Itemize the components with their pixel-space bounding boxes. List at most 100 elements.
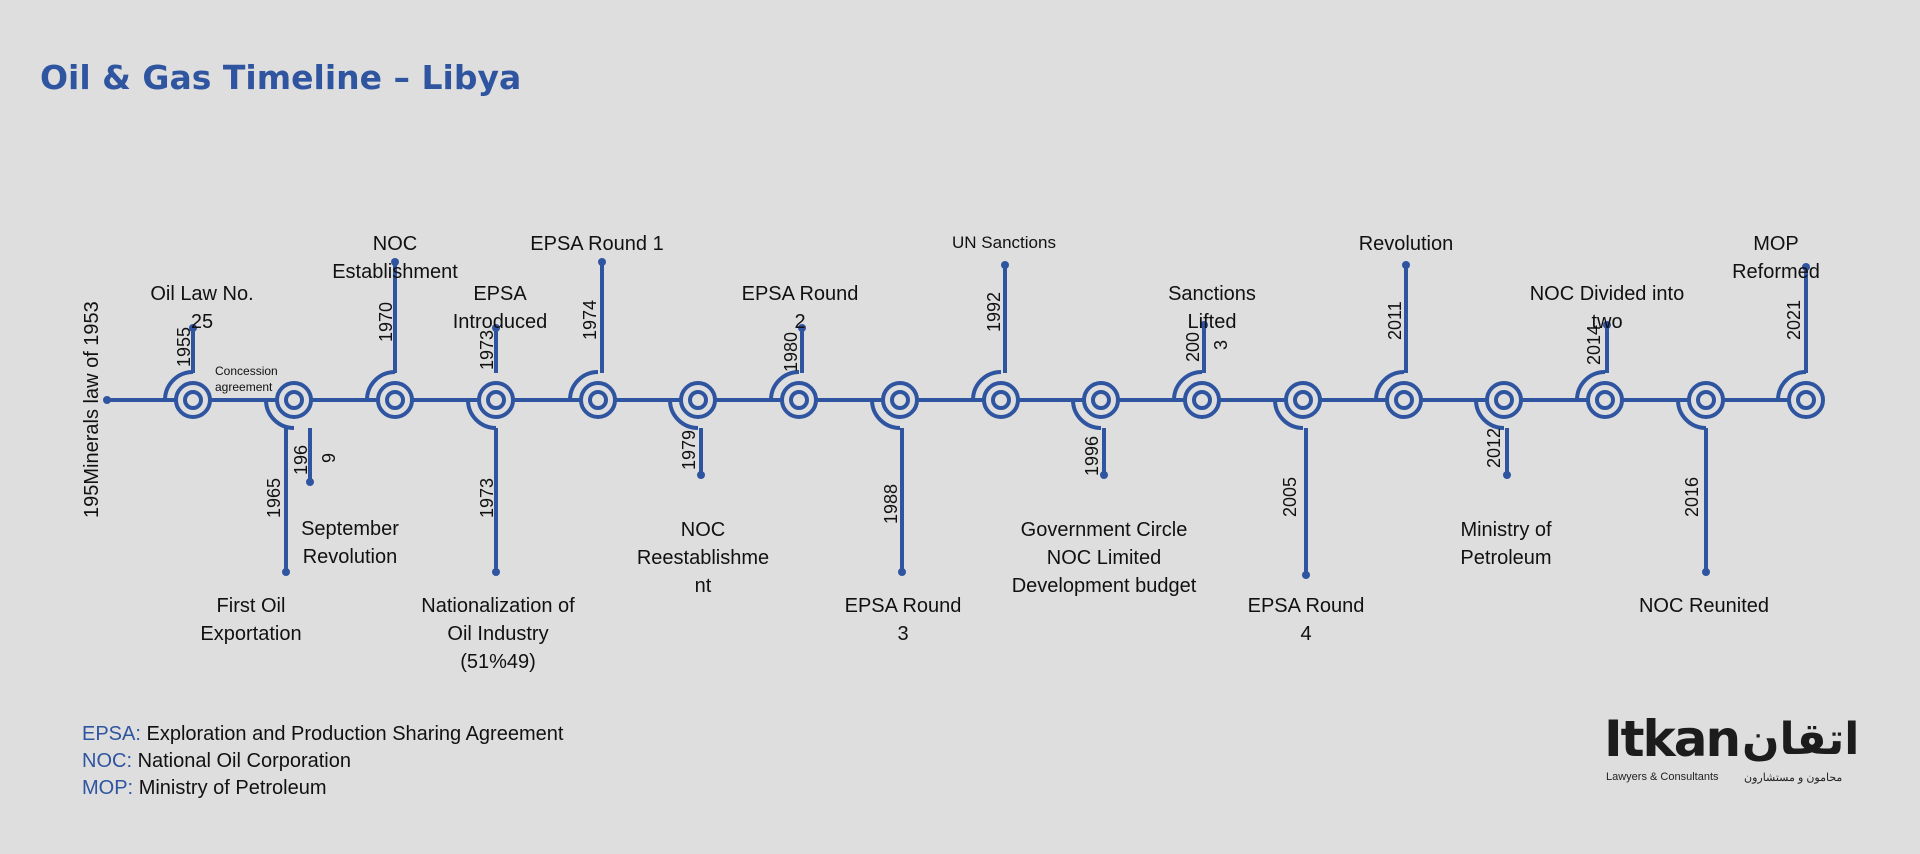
event-label: (51%49) bbox=[460, 651, 536, 673]
event-stem-dot bbox=[492, 568, 500, 576]
event-stem-dot bbox=[1402, 261, 1410, 269]
event-stem-dot bbox=[1200, 321, 1208, 329]
event-year: 200 bbox=[1183, 332, 1203, 362]
event-stem-dot bbox=[1001, 261, 1009, 269]
node-connector-arc bbox=[466, 399, 497, 430]
node-outer-ring bbox=[376, 381, 414, 419]
event-label: two bbox=[1591, 311, 1622, 333]
event-stem-dot bbox=[306, 478, 314, 486]
event-label: Introduced bbox=[453, 311, 548, 333]
event-label: Reformed bbox=[1732, 261, 1820, 283]
node-connector-arc bbox=[1676, 399, 1707, 430]
event-label: EPSA Round bbox=[845, 595, 962, 617]
node-outer-ring bbox=[1586, 381, 1624, 419]
start-label: 195Minerals law of 1953 bbox=[81, 301, 103, 518]
event-year: 196 bbox=[291, 445, 311, 475]
legend-text: Exploration and Production Sharing Agree… bbox=[146, 723, 564, 745]
node-outer-ring bbox=[477, 381, 515, 419]
legend-text: Ministry of Petroleum bbox=[138, 777, 327, 799]
legend-item-mop: MOP: Ministry of Petroleum bbox=[82, 775, 563, 802]
event-label: Lifted bbox=[1188, 311, 1237, 333]
event-stem-dot bbox=[189, 324, 197, 332]
node-connector-arc bbox=[568, 370, 599, 401]
event-label: Revolution bbox=[303, 546, 398, 568]
legend-text: National Oil Corporation bbox=[137, 750, 351, 772]
node-connector-arc bbox=[1273, 399, 1304, 430]
event-year: 1979 bbox=[679, 430, 699, 470]
event-year: 2011 bbox=[1385, 301, 1405, 340]
event-label: Sanctions bbox=[1168, 283, 1256, 305]
event-note: agreement bbox=[215, 380, 273, 394]
event-stem-dot bbox=[798, 324, 806, 332]
page-title: Oil & Gas Timeline – Libya bbox=[40, 58, 522, 97]
event-label: Exportation bbox=[200, 623, 301, 645]
event-label: Ministry of bbox=[1460, 519, 1552, 541]
node-inner-ring bbox=[1796, 390, 1816, 410]
node-inner-ring bbox=[1192, 390, 1212, 410]
event-year: 1973 bbox=[477, 478, 497, 518]
node-outer-ring bbox=[275, 381, 313, 419]
event-year: 1965 bbox=[264, 478, 284, 518]
event-stem-dot bbox=[1702, 568, 1710, 576]
node-connector-arc bbox=[1071, 399, 1102, 430]
node-outer-ring bbox=[1082, 381, 1120, 419]
logo-tagline-arabic: محامون و مستشارون bbox=[1744, 772, 1843, 784]
event-label: UN Sanctions bbox=[952, 233, 1056, 252]
legend-item-epsa: EPSA: Exploration and Production Sharing… bbox=[82, 721, 563, 748]
node-inner-ring bbox=[991, 390, 1011, 410]
node-connector-arc bbox=[1172, 370, 1203, 401]
event-label: 4 bbox=[1300, 623, 1311, 645]
node-inner-ring bbox=[1696, 390, 1716, 410]
event-label: Development budget bbox=[1012, 575, 1197, 597]
logo-latin-wordmark: Itkan bbox=[1604, 710, 1741, 768]
legend-abbr: EPSA: bbox=[82, 723, 141, 745]
event-label: 3 bbox=[897, 623, 908, 645]
node-outer-ring bbox=[1787, 381, 1825, 419]
event-stem-dot bbox=[1503, 471, 1511, 479]
event-label: Petroleum bbox=[1460, 547, 1551, 569]
company-logo: Itkan اتقان Lawyers & Consultants محامون… bbox=[1604, 710, 1859, 788]
node-outer-ring bbox=[1687, 381, 1725, 419]
event-label: Reestablishme bbox=[637, 547, 769, 569]
event-year: 2016 bbox=[1682, 477, 1702, 517]
event-year: 9 bbox=[319, 453, 339, 463]
event-label: Government Circle bbox=[1021, 519, 1188, 541]
node-inner-ring bbox=[1293, 390, 1313, 410]
event-label: EPSA Round 1 bbox=[530, 233, 663, 255]
event-label: MOP bbox=[1753, 233, 1799, 255]
event-stem-dot bbox=[898, 568, 906, 576]
node-inner-ring bbox=[385, 390, 405, 410]
node-connector-arc bbox=[870, 399, 901, 430]
event-year: 1970 bbox=[376, 302, 396, 342]
node-connector-arc bbox=[769, 370, 800, 401]
event-stem-dot bbox=[492, 324, 500, 332]
event-label: NOC Limited bbox=[1047, 547, 1161, 569]
node-outer-ring bbox=[679, 381, 717, 419]
event-label: NOC bbox=[681, 519, 725, 541]
node-inner-ring bbox=[688, 390, 708, 410]
event-note: Concession bbox=[215, 364, 278, 378]
node-inner-ring bbox=[183, 390, 203, 410]
event-year: 3 bbox=[1211, 340, 1231, 350]
event-year: 2005 bbox=[1280, 477, 1300, 517]
event-label: Oil Law No. bbox=[150, 283, 253, 305]
event-label: Oil Industry bbox=[447, 623, 548, 645]
node-outer-ring bbox=[982, 381, 1020, 419]
node-connector-arc bbox=[163, 370, 194, 401]
logo-tagline-latin: Lawyers & Consultants bbox=[1606, 771, 1719, 783]
node-inner-ring bbox=[486, 390, 506, 410]
node-outer-ring bbox=[1284, 381, 1322, 419]
node-inner-ring bbox=[1394, 390, 1414, 410]
event-label: Establishment bbox=[332, 261, 458, 283]
node-inner-ring bbox=[284, 390, 304, 410]
event-label: NOC Reunited bbox=[1639, 595, 1769, 617]
event-year: 1974 bbox=[580, 300, 600, 340]
node-inner-ring bbox=[890, 390, 910, 410]
node-outer-ring bbox=[1183, 381, 1221, 419]
event-label: Revolution bbox=[1359, 233, 1454, 255]
event-stem-dot bbox=[391, 258, 399, 266]
event-label: NOC bbox=[373, 233, 417, 255]
node-inner-ring bbox=[1091, 390, 1111, 410]
legend: EPSA: Exploration and Production Sharing… bbox=[82, 721, 563, 802]
node-outer-ring bbox=[780, 381, 818, 419]
